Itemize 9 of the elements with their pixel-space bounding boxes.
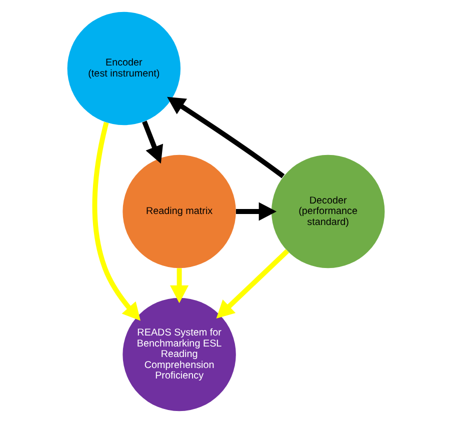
arrow (142, 120, 163, 164)
arrow (235, 202, 276, 221)
node-circle: Reading matrix (122, 154, 236, 268)
arrow (166, 96, 284, 178)
arrow (170, 268, 188, 304)
arrow (216, 249, 289, 319)
node-circle: Decoder (performance standard) (270, 154, 384, 268)
node-circle: Encoder (test instrument) (66, 12, 180, 126)
arrow (92, 122, 140, 321)
